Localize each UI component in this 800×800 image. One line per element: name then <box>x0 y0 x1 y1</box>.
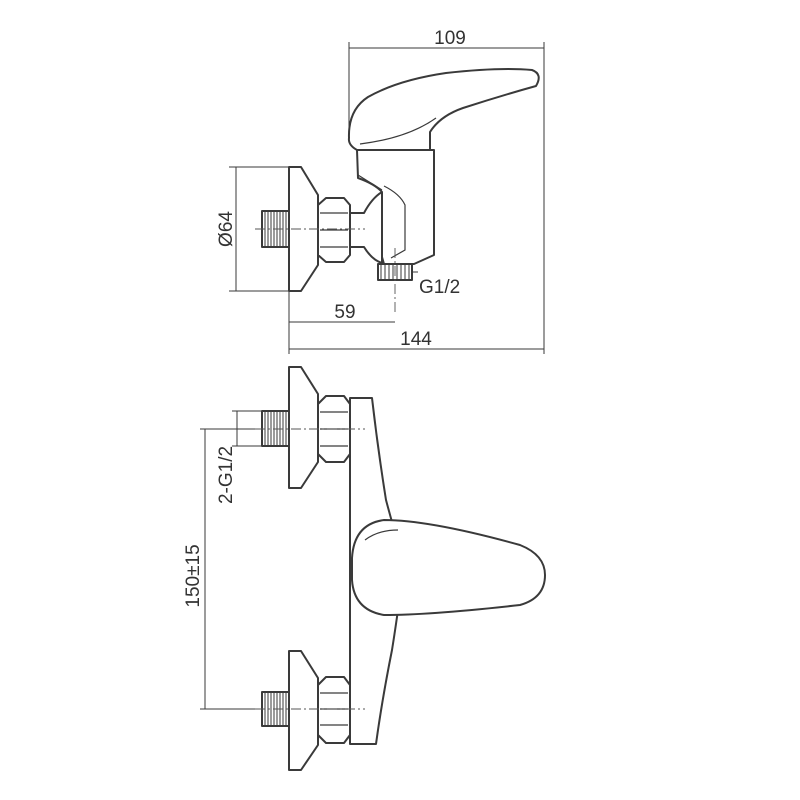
dimension-59: 59 <box>288 291 395 354</box>
side-view: 109 Ø64 G1/2 59 144 <box>216 28 545 354</box>
dimension-diameter: Ø64 <box>216 166 300 292</box>
dimension-109-label: 109 <box>434 28 466 49</box>
front-lower-flange <box>288 650 319 771</box>
side-eccentric-connector <box>349 191 383 264</box>
dimension-diameter-label: Ø64 <box>216 211 237 247</box>
dimension-144: 144 <box>289 329 544 350</box>
dimension-centre-distance: 150±15 <box>183 428 255 710</box>
side-lever-handle <box>347 68 540 151</box>
front-lower-hex-nut <box>317 676 351 744</box>
side-hex-nut <box>317 197 351 263</box>
side-mixer-body <box>356 149 435 265</box>
front-view: 2-G1/2 150±15 <box>183 366 546 771</box>
dimension-144-label: 144 <box>400 329 432 350</box>
callout-g12-label: G1/2 <box>419 277 460 298</box>
front-upper-flange <box>288 366 319 489</box>
front-upper-thread <box>261 410 290 447</box>
dimension-109: 109 <box>348 28 545 354</box>
dimension-inlet-threads: 2-G1/2 <box>216 410 262 504</box>
dimension-centre-distance-label: 150±15 <box>183 544 204 607</box>
dimension-59-label: 59 <box>334 302 355 323</box>
dimension-inlet-threads-label: 2-G1/2 <box>216 446 237 504</box>
callout-g12: G1/2 <box>412 271 460 298</box>
front-lever-handle <box>351 519 546 616</box>
